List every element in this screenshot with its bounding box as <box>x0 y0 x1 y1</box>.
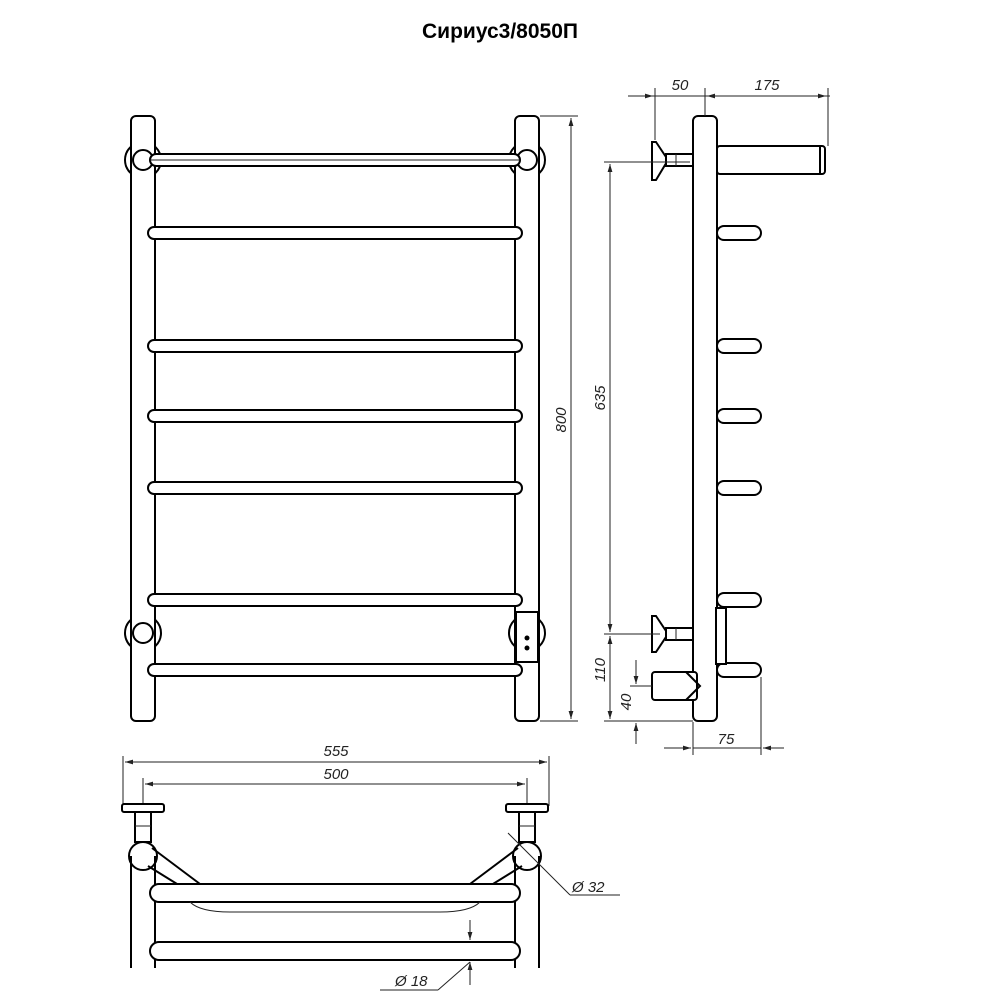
front-rung <box>147 226 523 240</box>
dim-side-outlet-height: 40 <box>618 693 635 710</box>
side-rung <box>716 225 762 241</box>
dim-pipe-diameter-32: Ø 32 <box>571 879 605 896</box>
top-rung <box>149 941 521 961</box>
side-wall-bracket-top <box>651 141 694 181</box>
front-rung <box>147 409 523 423</box>
side-post <box>692 115 718 722</box>
top-shelf-bar <box>149 883 521 903</box>
dim-top-total-width: 555 <box>323 743 349 760</box>
top-flange-right <box>505 803 549 813</box>
dim-pipe-diameter-18: Ø 18 <box>394 973 428 990</box>
front-rung <box>147 593 523 607</box>
top-flange-left <box>121 803 165 813</box>
side-rung <box>716 408 762 424</box>
side-rung <box>716 338 762 354</box>
dim-side-bottom-offset: 110 <box>592 657 609 682</box>
drawing-title: Сириус3/8050П <box>422 20 578 43</box>
top-view: 555 500 Ø 32 <box>121 743 620 991</box>
dim-side-mount-height: 635 <box>592 385 609 411</box>
top-stem-left <box>134 811 152 843</box>
dim-side-wall-offset: 50 <box>672 77 689 94</box>
top-post-right <box>512 841 542 871</box>
front-view: 800 <box>124 115 578 722</box>
side-rung <box>716 662 762 678</box>
dim-side-depth: 175 <box>754 77 780 94</box>
dim-top-axis-width: 500 <box>323 766 349 783</box>
dim-side-outlet-depth: 75 <box>718 731 735 748</box>
dim-front-height: 800 <box>553 407 570 433</box>
side-shelf-arm <box>716 145 826 175</box>
front-rung <box>147 663 523 677</box>
top-stem-right <box>518 811 536 843</box>
side-view: 50 175 635 110 40 75 <box>592 77 830 755</box>
side-rung <box>716 592 762 608</box>
side-control-box <box>715 607 727 665</box>
top-post-left <box>128 841 158 871</box>
front-rung <box>147 339 523 353</box>
side-rung <box>716 480 762 496</box>
front-rung <box>147 481 523 495</box>
